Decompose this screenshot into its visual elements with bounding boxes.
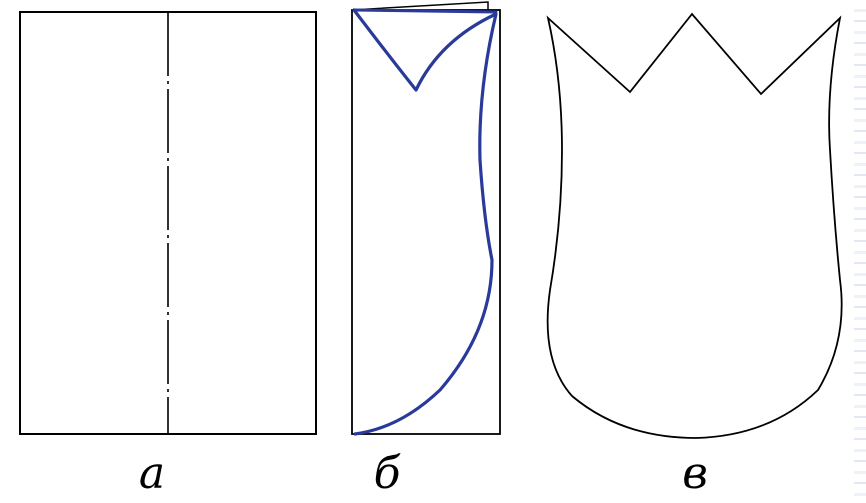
panel-a [19,11,317,435]
tulip-shape [546,12,843,439]
panel-v [546,12,843,439]
caption-v: в [682,448,708,499]
caption-b: б [373,448,401,499]
scan-edge-noise [854,0,866,503]
panel-b [351,1,501,436]
panel-b-fold-flap [351,1,489,11]
panel-b-upper-petal-edge [352,8,498,14]
caption-a: а [138,448,166,499]
panel-b-half-tulip-outline [352,8,498,436]
